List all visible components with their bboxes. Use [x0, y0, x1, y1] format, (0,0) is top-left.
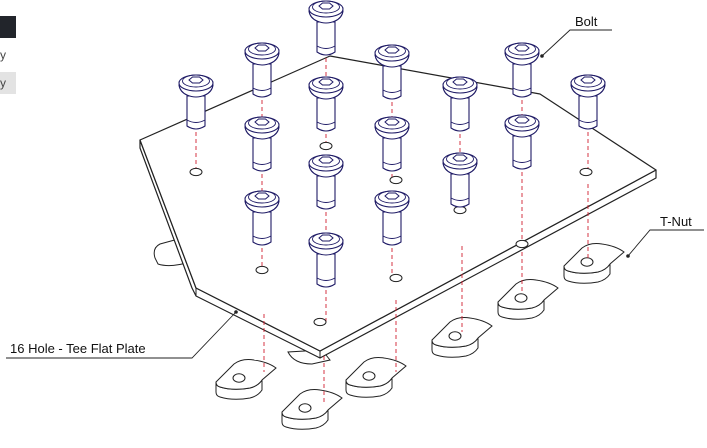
plate-hole — [579, 167, 593, 177]
plate-hole — [515, 239, 529, 249]
toolbar-chip-light[interactable] — [0, 72, 16, 94]
tnut-5 — [497, 279, 559, 320]
tnut-3 — [345, 357, 407, 398]
callout-bolt: Bolt — [540, 14, 612, 58]
edge-text-fragment-2: y — [0, 76, 6, 90]
plate-hole — [389, 175, 403, 185]
plate-hole — [313, 317, 327, 327]
bolt-icon — [308, 0, 344, 56]
centerlines — [195, 58, 589, 404]
plate-hole — [189, 167, 203, 177]
edge-text-fragment-1: y — [0, 48, 6, 62]
tnut-1 — [215, 359, 277, 400]
callout-plate: 16 Hole - Tee Flat Plate — [6, 310, 238, 359]
tnut-6 — [563, 243, 625, 284]
tnut-2 — [281, 389, 343, 430]
label-plate: 16 Hole - Tee Flat Plate — [10, 341, 146, 356]
plate-hole — [389, 273, 403, 283]
callout-tnut: T-Nut — [626, 214, 704, 258]
label-bolt: Bolt — [575, 14, 598, 29]
toolbar-chip-dark[interactable] — [0, 16, 16, 38]
label-tnut: T-Nut — [660, 214, 692, 229]
plate-hole — [255, 265, 269, 275]
plate-hole — [319, 141, 333, 151]
